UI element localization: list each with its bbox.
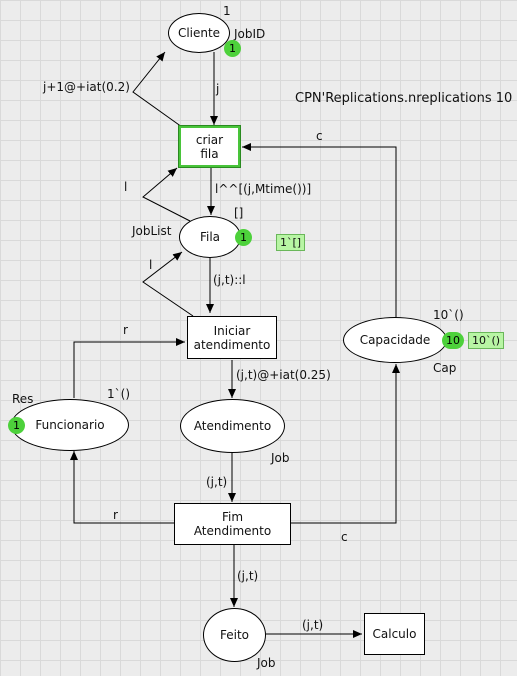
place-atendimento-name: Atendimento [193, 419, 272, 433]
place-cliente-type: JobID [234, 27, 266, 41]
transition-criar-fila-line2: fila [200, 146, 219, 161]
transition-criar-fila-line1: criar [195, 132, 224, 147]
place-feito-name: Feito [219, 628, 249, 642]
transition-fim-line2: Atendimento [193, 524, 272, 538]
place-capacidade-name: Capacidade [359, 333, 431, 347]
arc-fim-to-cap [291, 364, 400, 524]
arc-res-to-iniciar-label: r [123, 323, 128, 337]
arc-fila-to-criar [142, 167, 191, 222]
place-fila[interactable]: Fila [179, 216, 241, 258]
arc-feito-to-calculo-label: (j,t) [302, 618, 324, 632]
place-capacidade-token-count[interactable]: 10 [442, 332, 464, 349]
place-fila-marking: 1`[] [276, 234, 306, 251]
place-atendimento-type: Job [271, 451, 290, 465]
transition-calculo[interactable]: Calculo [364, 613, 425, 655]
place-capacidade-type: Cap [433, 361, 457, 375]
place-funcionario-token-count[interactable]: 1 [8, 417, 25, 434]
place-fila-name: Fila [199, 230, 221, 244]
place-capacidade-marking: 10`() [468, 332, 505, 349]
transition-calculo-name: Calculo [372, 627, 417, 641]
arc-fim-to-feito-label: (j,t) [237, 569, 259, 583]
transition-iniciar-atendimento[interactable]: Iniciar atendimento [187, 316, 277, 359]
place-feito[interactable]: Feito [203, 608, 266, 662]
place-funcionario-initial: 1`() [107, 387, 130, 401]
arc-cliente-out-label: j [216, 82, 220, 96]
place-cliente-initial: 1 [223, 4, 231, 18]
arc-criar-to-cliente [132, 51, 183, 128]
arc-cliente-in-label: j+1@+iat(0.2) [43, 80, 130, 94]
arc-atend-to-fim-label: (j,t) [206, 475, 228, 489]
place-cliente-token-count[interactable]: 1 [224, 40, 241, 57]
place-fila-initial: [] [234, 206, 244, 220]
arc-iniciar-loop-label: l [149, 258, 153, 272]
transition-iniciar-line2: atendimento [193, 337, 271, 352]
transition-criar-fila[interactable]: criar fila [179, 126, 240, 167]
arc-cap-to-criar-label: c [316, 129, 323, 143]
place-capacidade-initial: 10`() [433, 308, 464, 322]
place-fila-token-count[interactable]: 1 [235, 229, 252, 246]
arc-fim-to-res-label: r [113, 508, 118, 522]
arc-fim-to-cap-label: c [341, 530, 348, 544]
transition-fim-atendimento[interactable]: Fim Atendimento [174, 503, 291, 545]
place-feito-type: Job [257, 656, 276, 670]
transition-iniciar-line1: Iniciar [213, 323, 251, 338]
place-cliente[interactable]: Cliente [168, 13, 230, 53]
transition-fim-line1: Fim [221, 510, 244, 524]
arc-fila-loop-label: l [124, 180, 128, 194]
place-cliente-name: Cliente [177, 26, 221, 40]
arc-fila-to-iniciar-label: (j,t)::l [213, 273, 246, 287]
place-atendimento[interactable]: Atendimento [180, 399, 285, 453]
arc-cap-to-criar [242, 143, 397, 317]
arc-res-to-iniciar [73, 338, 185, 398]
place-funcionario[interactable]: Funcionario [11, 399, 129, 451]
arc-to-fila-label: l^^[(j,Mtime())] [215, 182, 312, 196]
place-funcionario-name: Funcionario [35, 418, 105, 432]
arc-fim-to-res [70, 451, 174, 524]
arc-iniciar-to-fila [142, 251, 194, 317]
arc-to-atendimento-label: (j,t)@+iat(0.25) [236, 368, 331, 382]
place-fila-type: JobList [132, 224, 172, 238]
replications-declaration: CPN'Replications.nreplications 10 [295, 91, 513, 106]
place-capacidade[interactable]: Capacidade [343, 317, 447, 363]
place-funcionario-type: Res [12, 392, 34, 406]
